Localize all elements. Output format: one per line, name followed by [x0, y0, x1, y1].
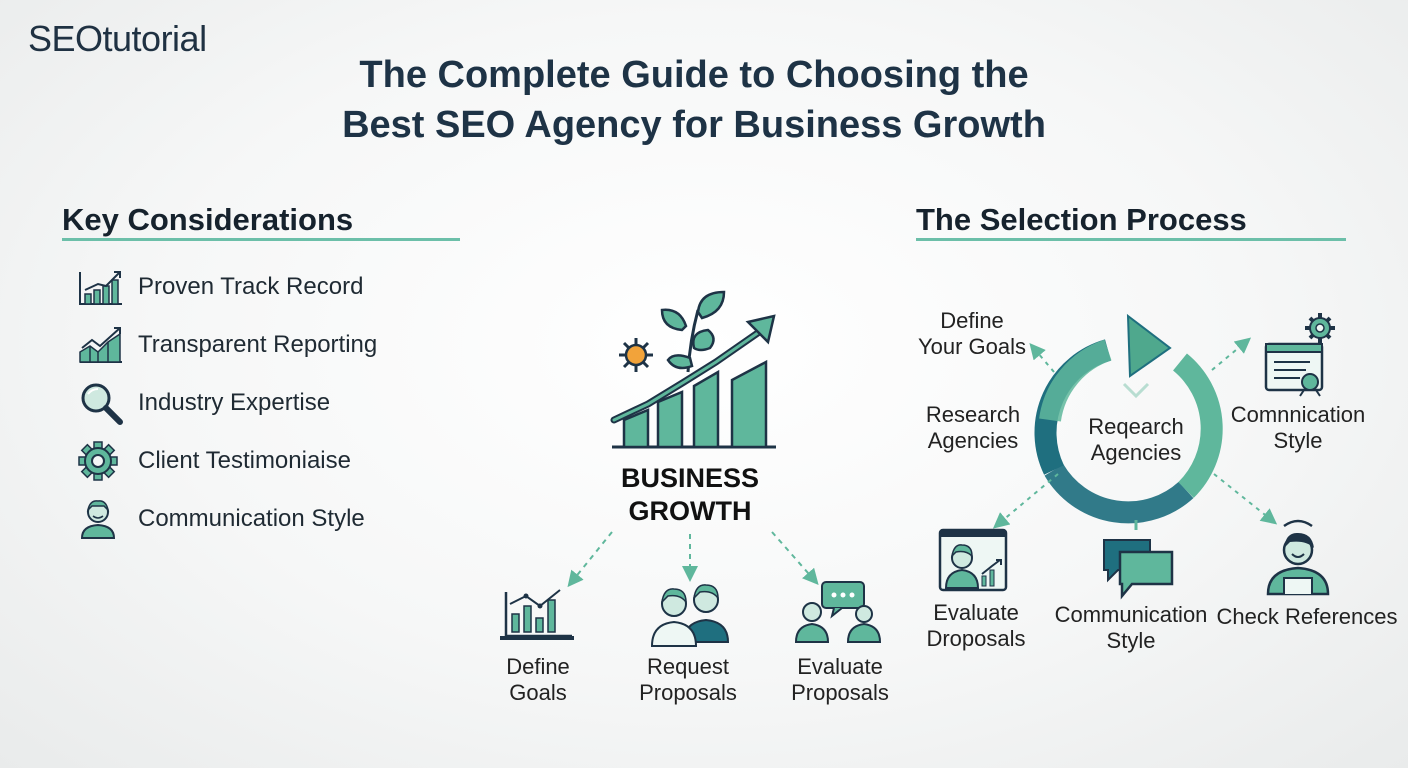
analytics-chart-icon: [500, 589, 574, 640]
arrow-to-evaluate-proposals: [771, 531, 819, 586]
node-line-2: Droposals: [926, 626, 1026, 651]
title-line-1: The Complete Guide to Choosing the: [359, 54, 1029, 96]
connector-evaluate: [992, 473, 1059, 529]
node-line-1: Research: [925, 402, 1021, 427]
cycle-center-line-2: Agencies: [1090, 440, 1182, 465]
speech-bubbles-icon: [1103, 539, 1174, 600]
node-line-2: Your Goals: [917, 334, 1027, 359]
node-communication-style-bottom: Communication Style: [1050, 602, 1212, 654]
document-gear-icon: [1264, 313, 1335, 397]
two-people-icon: [650, 584, 730, 647]
gear-icon: [78, 441, 118, 481]
bar-chart-growth-icon: [79, 271, 122, 305]
cycle-center-line-1: Reqearch: [1088, 414, 1184, 439]
node-line-1: Evaluate: [933, 600, 1019, 625]
node-line-2: Agencies: [927, 428, 1019, 453]
business-growth-line-1: BUSINESS: [620, 463, 760, 493]
node-line-1: Communication: [1054, 602, 1208, 627]
step-line-2: Proposals: [791, 680, 889, 705]
magnifier-icon: [81, 383, 123, 425]
node-check-references: Check References: [1216, 604, 1398, 629]
business-growth-line-2: GROWTH: [628, 496, 752, 526]
person-icon: [80, 500, 116, 539]
growth-plant-chart-icon: [610, 290, 776, 449]
step-evaluate-proposals-label: Evaluate Proposals: [778, 654, 902, 706]
node-line-1: Comnnication: [1230, 402, 1366, 427]
node-research-agencies: Research Agencies: [914, 402, 1032, 454]
step-line-2: Goals: [509, 680, 567, 705]
node-define-your-goals: Define Your Goals: [912, 308, 1032, 360]
consideration-item: Client Testimoniaise: [76, 438, 351, 484]
consideration-label: Industry Expertise: [138, 389, 331, 416]
step-request-proposals-label: Request Proposals: [626, 654, 750, 706]
step-define-goals-label: Define Goals: [478, 654, 598, 706]
consideration-label: Communication Style: [138, 505, 365, 532]
consideration-item: Communication Style: [76, 496, 365, 542]
step-line-1: Define: [506, 654, 570, 679]
selection-process-heading: The Selection Process: [916, 202, 1247, 237]
consideration-item: Industry Expertise: [76, 380, 330, 426]
node-line-1: Define: [940, 308, 1004, 333]
step-line-1: Evaluate: [797, 654, 883, 679]
page-title: The Complete Guide to Choosing the Best …: [0, 50, 1388, 150]
consideration-item: Transparent Reporting: [76, 322, 377, 368]
key-considerations-divider: [62, 238, 460, 241]
sun-gear-icon: [619, 338, 653, 372]
consideration-label: Proven Track Record: [138, 273, 364, 300]
selection-process-divider: [916, 238, 1346, 241]
consideration-label: Client Testimoniaise: [138, 447, 351, 474]
key-considerations-heading: Key Considerations: [62, 202, 354, 237]
node-line-2: Style: [1106, 628, 1156, 653]
brand-logo: SEOtutorial: [28, 18, 207, 59]
node-communication-style-right: Comnnication Style: [1218, 402, 1378, 454]
consideration-item: Proven Track Record: [76, 264, 363, 310]
person-headset-icon: [1266, 519, 1330, 596]
trend-chart-icon: [79, 327, 122, 363]
node-evaluate-proposals: Evaluate Droposals: [912, 600, 1040, 652]
node-line-2: Style: [1273, 428, 1323, 453]
connector-define-goals: [1029, 342, 1055, 373]
chat-people-icon: [794, 581, 882, 643]
business-growth-label: BUSINESS GROWTH: [575, 462, 805, 528]
arrow-to-define-goals: [567, 531, 613, 588]
connector-communication: [1211, 337, 1252, 371]
cycle-center-label: Reqearch Agencies: [1074, 414, 1198, 466]
step-line-2: Proposals: [639, 680, 737, 705]
process-cycle-ring: [1034, 313, 1223, 524]
consideration-label: Transparent Reporting: [138, 331, 378, 358]
step-line-1: Request: [647, 654, 729, 679]
connector-check-references: [1213, 473, 1278, 525]
presentation-board-icon: [938, 528, 1008, 592]
title-line-2: Best SEO Agency for Business Growth: [342, 104, 1046, 146]
